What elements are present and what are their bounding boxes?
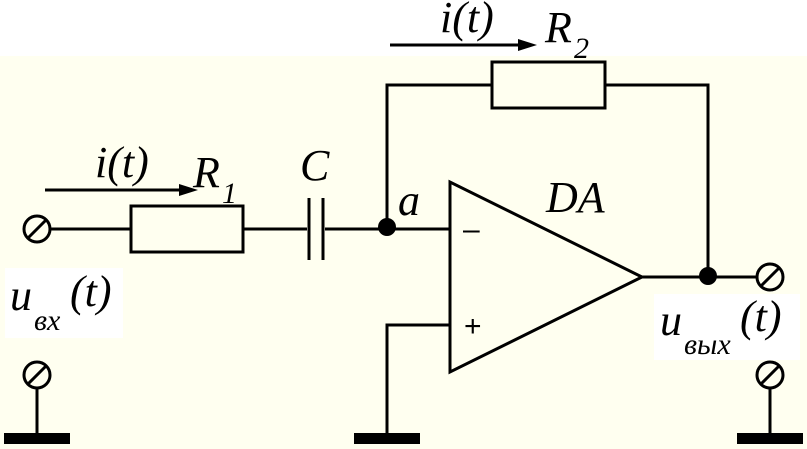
vout-argument: (t): [740, 292, 782, 341]
vout-subscript: вых: [684, 328, 731, 361]
vin-label: u: [10, 271, 32, 320]
vin-subscript: вх: [34, 304, 61, 337]
top-current-arrow: [390, 39, 537, 51]
input-ground-terminal: [4, 360, 70, 444]
background-panel: [0, 56, 807, 449]
vout-label-box: [654, 294, 800, 360]
noninverting-input-sign: +: [464, 310, 482, 343]
r1-subscript: 1: [222, 177, 237, 210]
feedback-path: [385, 60, 710, 276]
vin-argument: (t): [70, 267, 112, 316]
capacitor-label: C: [300, 141, 330, 190]
output-node-dot: [699, 267, 717, 285]
left-current-arrow: [45, 184, 198, 196]
r1-label: R: [192, 148, 220, 197]
r2-label: R: [544, 3, 572, 52]
noninverting-ground-path: [354, 323, 450, 444]
vin-label-box: [5, 268, 123, 338]
inverting-input-sign: –: [463, 213, 480, 246]
output-ground-terminal: [737, 360, 803, 444]
node-a-label: a: [398, 176, 420, 225]
vout-label: u: [660, 296, 682, 345]
top-current-label: i(t): [440, 0, 494, 42]
ground-right: [737, 433, 803, 444]
r2-subscript: 2: [574, 32, 589, 65]
node-a-dot: [378, 218, 396, 236]
ground-middle: [354, 433, 420, 444]
opamp-label: DA: [545, 173, 606, 222]
output-terminal: [755, 262, 785, 292]
ground-left: [4, 433, 70, 444]
opamp-triangle: [448, 179, 646, 375]
left-current-label: i(t): [95, 138, 149, 187]
output-path: [642, 262, 785, 292]
